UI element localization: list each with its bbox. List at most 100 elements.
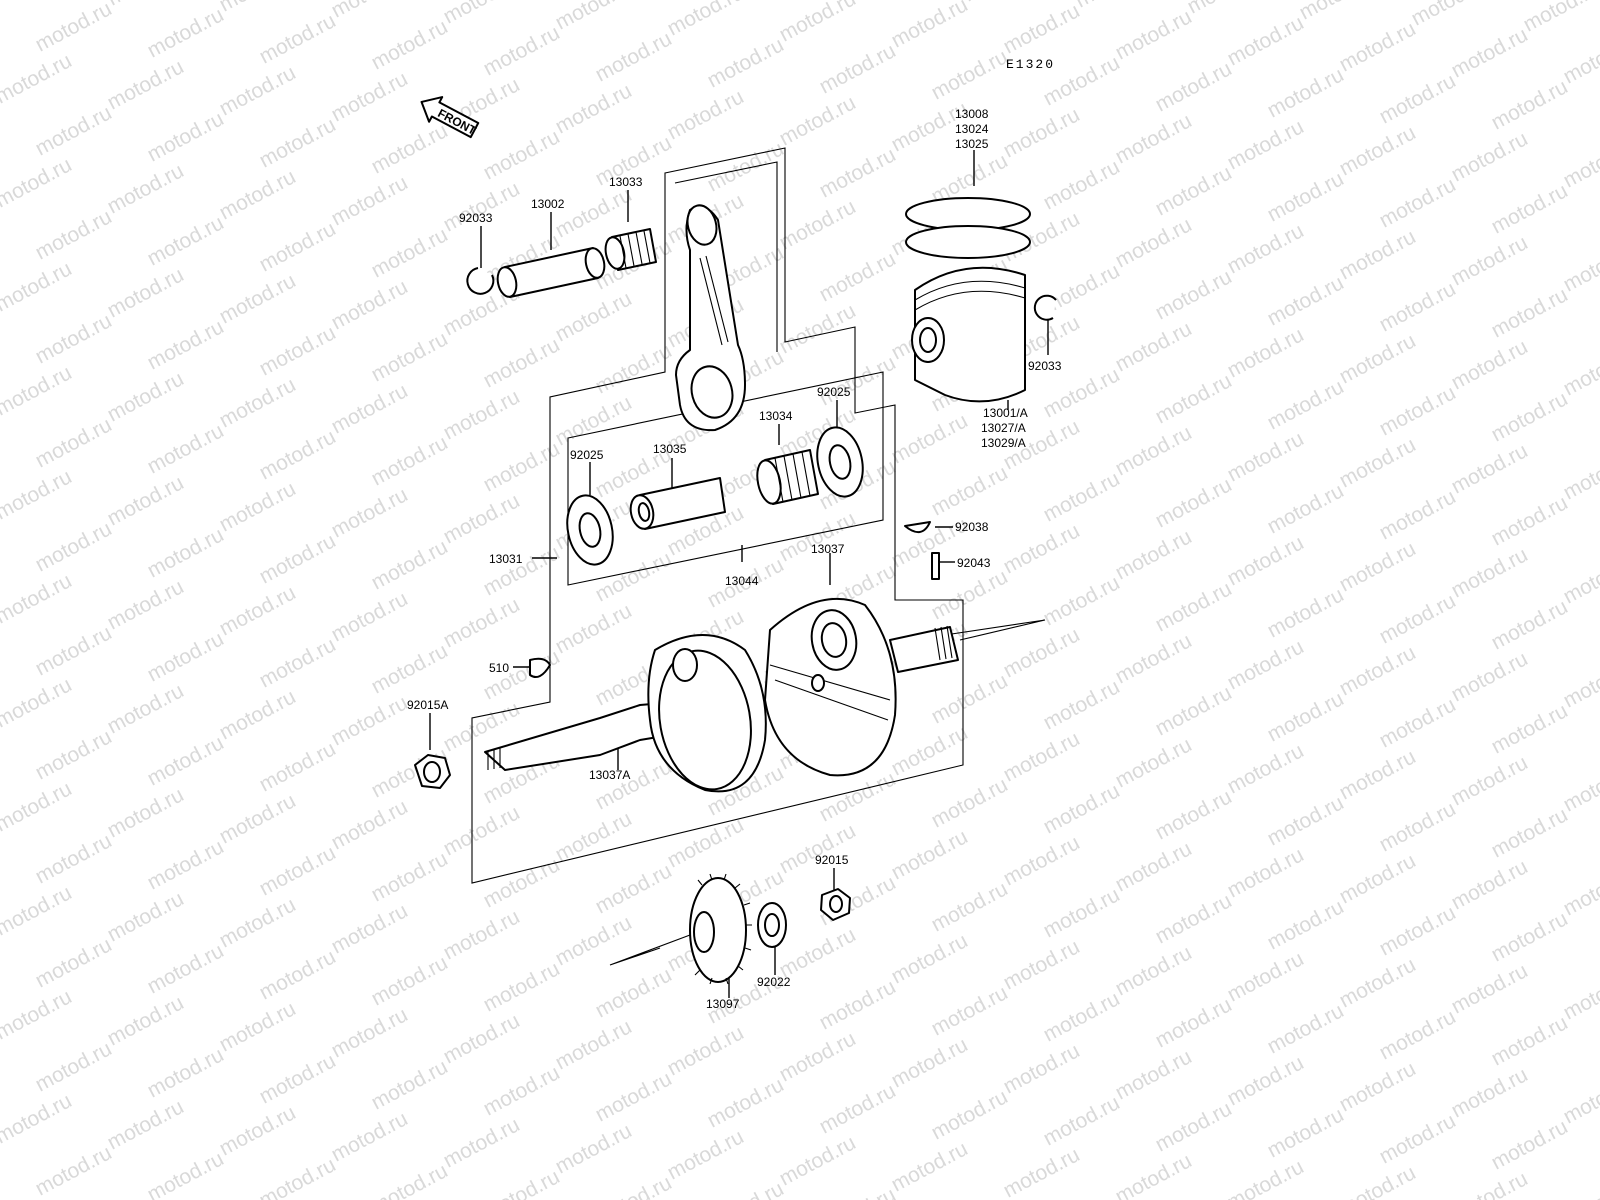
- thrust-washer-right-part[interactable]: [811, 423, 869, 501]
- watermark-text: motod.ru: [104, 1095, 188, 1154]
- watermark-text: motod.ru: [1000, 1143, 1084, 1200]
- watermark-text: motod.ru: [1264, 999, 1348, 1058]
- watermark-text: motod.ru: [1112, 525, 1196, 584]
- watermark-text: motod.ru: [368, 535, 452, 594]
- watermark-text: motod.ru: [1264, 583, 1348, 642]
- label-13008[interactable]: 13008: [955, 107, 989, 121]
- label-92033-left[interactable]: 92033: [459, 211, 493, 225]
- watermark-text: motod.ru: [816, 767, 900, 826]
- watermark-text: motod.ru: [440, 905, 524, 964]
- label-13001[interactable]: 13001/A: [983, 406, 1028, 420]
- watermark-text: motod.ru: [928, 45, 1012, 104]
- watermark-text: motod.ru: [1448, 231, 1532, 290]
- watermark-text: motod.ru: [1376, 1109, 1460, 1168]
- label-92015A[interactable]: 92015A: [407, 698, 448, 712]
- circlip-right-part[interactable]: [1033, 294, 1057, 321]
- crank-half-right-part[interactable]: [764, 597, 959, 777]
- gear-washer-part[interactable]: [757, 902, 787, 948]
- label-92043[interactable]: 92043: [957, 556, 991, 570]
- watermark-text: motod.ru: [480, 1165, 564, 1200]
- watermark-text: motod.ru: [1152, 1097, 1236, 1156]
- watermark-text: motod.ru: [1376, 277, 1460, 336]
- label-13033[interactable]: 13033: [609, 175, 643, 189]
- watermark-text: motod.ru: [664, 85, 748, 144]
- big-end-bearing-part[interactable]: [754, 449, 819, 506]
- watermark-text: motod.ru: [256, 1049, 340, 1108]
- watermark-text: motod.ru: [552, 1015, 636, 1074]
- watermark-text: motod.ru: [776, 1027, 860, 1086]
- watermark-text: motod.ru: [1224, 1051, 1308, 1110]
- label-92025-right[interactable]: 92025: [817, 385, 851, 399]
- watermark-text: motod.ru: [1000, 519, 1084, 578]
- label-92025-left[interactable]: 92025: [570, 448, 604, 462]
- watermark-text: motod.ru: [1448, 439, 1532, 498]
- label-13044[interactable]: 13044: [725, 574, 759, 588]
- connecting-rod-part[interactable]: [675, 202, 746, 432]
- label-13037A[interactable]: 13037A: [589, 768, 630, 782]
- watermark-text: motod.ru: [256, 217, 340, 276]
- crank-nut-part[interactable]: [820, 888, 851, 921]
- watermark-text: motod.ru: [32, 1037, 116, 1096]
- label-92033-right[interactable]: 92033: [1028, 359, 1062, 373]
- label-13097[interactable]: 13097: [706, 997, 740, 1011]
- watermark-text: motod.ru: [552, 1119, 636, 1178]
- piston-pin-part[interactable]: [495, 246, 607, 298]
- watermark-text: motod.ru: [144, 523, 228, 582]
- watermark-text: motod.ru: [0, 49, 76, 108]
- watermark-text: motod.ru: [256, 1153, 340, 1200]
- watermark-text: motod.ru: [816, 351, 900, 410]
- label-13031[interactable]: 13031: [489, 552, 523, 566]
- watermark-text: motod.ru: [1560, 133, 1600, 192]
- watermark-text: motod.ru: [1152, 993, 1236, 1052]
- label-92038[interactable]: 92038: [955, 520, 989, 534]
- watermark-text: motod.ru: [256, 737, 340, 796]
- watermark-text: motod.ru: [1224, 635, 1308, 694]
- watermark-text: motod.ru: [32, 517, 116, 576]
- watermark-text: motod.ru: [1224, 219, 1308, 278]
- watermark-text: motod.ru: [928, 461, 1012, 520]
- crank-key-part[interactable]: [529, 657, 551, 678]
- label-13027[interactable]: 13027/A: [981, 421, 1026, 435]
- label-92015[interactable]: 92015: [815, 853, 849, 867]
- watermark-text: motod.ru: [552, 911, 636, 970]
- piston-rings-part[interactable]: [905, 197, 1031, 259]
- watermark-text: motod.ru: [144, 3, 228, 62]
- small-end-bearing-part[interactable]: [603, 228, 657, 271]
- label-13029[interactable]: 13029/A: [981, 436, 1026, 450]
- piston-part[interactable]: [911, 266, 1026, 403]
- watermark-text: motod.ru: [216, 165, 300, 224]
- watermark-text: motod.ru: [0, 985, 76, 1044]
- crank-half-left-part[interactable]: [484, 634, 767, 797]
- watermark-text: motod.ru: [0, 0, 76, 4]
- watermark-text: motod.ru: [1112, 317, 1196, 376]
- label-13024[interactable]: 13024: [955, 122, 989, 136]
- watermark-text: motod.ru: [1112, 941, 1196, 1000]
- crankpin-part[interactable]: [628, 477, 726, 531]
- woodruff-key-part[interactable]: [904, 521, 931, 533]
- watermark-text: motod.ru: [1560, 29, 1600, 88]
- dowel-pin-part[interactable]: [931, 552, 940, 580]
- label-13034[interactable]: 13034: [759, 409, 793, 423]
- thrust-washer-left-part[interactable]: [561, 491, 619, 569]
- label-510[interactable]: 510: [489, 661, 509, 675]
- watermark-text: motod.ru: [0, 777, 76, 836]
- label-13002[interactable]: 13002: [531, 197, 565, 211]
- watermark-text: motod.ru: [32, 205, 116, 264]
- watermark-text: motod.ru: [0, 881, 76, 940]
- watermark-text: motod.ru: [216, 581, 300, 640]
- watermark-text: motod.ru: [1488, 595, 1572, 654]
- watermark-text: motod.ru: [776, 1131, 860, 1190]
- label-13025[interactable]: 13025: [955, 137, 989, 151]
- drive-gear-part[interactable]: [689, 873, 752, 985]
- watermark-text: motod.ru: [928, 981, 1012, 1040]
- label-13037[interactable]: 13037: [811, 542, 845, 556]
- label-13035[interactable]: 13035: [653, 442, 687, 456]
- watermark-text: motod.ru: [1488, 387, 1572, 446]
- circlip-left-part[interactable]: [466, 267, 495, 295]
- watermark-text: motod.ru: [368, 847, 452, 906]
- label-92022[interactable]: 92022: [757, 975, 791, 989]
- watermark-text: motod.ru: [888, 1137, 972, 1196]
- flange-nut-part[interactable]: [414, 754, 451, 789]
- watermark-text: motod.ru: [928, 877, 1012, 936]
